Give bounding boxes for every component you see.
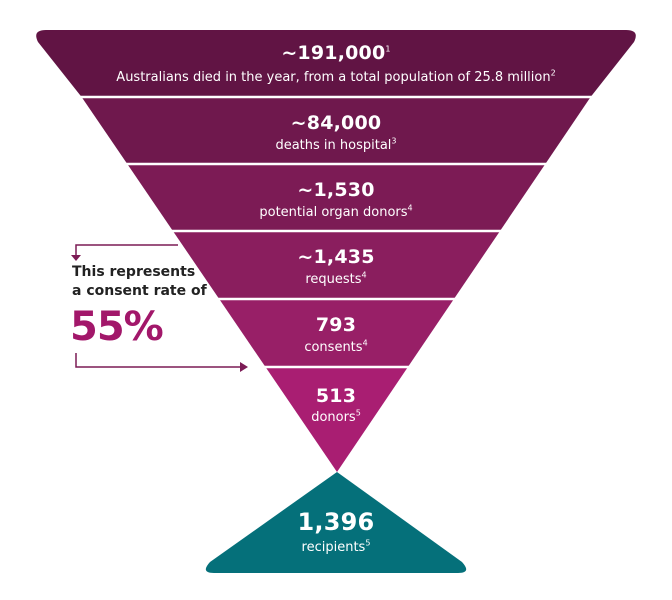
recipients-label: recipients5 (301, 538, 371, 555)
recipients-triangle (205, 472, 467, 573)
band-separators (70, 95, 600, 369)
stage-3-label: potential organ donors4 (259, 203, 413, 220)
callout-line-1: This represents (72, 264, 196, 280)
consent-rate-callout: This represents a consent rate of (72, 263, 212, 301)
arrow-down-icon (71, 255, 81, 261)
stage-6-label: donors5 (311, 408, 361, 425)
stage-2-value: ~84,000 (290, 112, 382, 134)
consent-bracket (75, 244, 240, 368)
callout-line-2: a consent rate of (72, 283, 207, 299)
stage-4-value: ~1,435 (297, 246, 375, 268)
stage-1-label: Australians died in the year, from a tot… (116, 68, 556, 85)
funnel-band-deaths (36, 30, 636, 97)
stage-4-label: requests4 (305, 270, 367, 287)
stage-5-value: 793 (315, 314, 357, 336)
stage-3-value: ~1,530 (297, 179, 375, 201)
arrow-right-icon (240, 362, 248, 372)
funnel-band-potential-donors (127, 164, 546, 231)
stage-2-label: deaths in hospital3 (275, 136, 397, 153)
stage-5-label: consents4 (304, 338, 368, 355)
stage-6-value: 513 (315, 385, 357, 407)
funnel-band-donors (265, 367, 408, 472)
funnel-band-hospital-deaths (81, 97, 591, 164)
stage-1-value: ~191,0001 (281, 42, 391, 64)
recipients-value: 1,396 (297, 508, 375, 536)
consent-rate-percent: 55% (70, 304, 164, 350)
funnel-band-consents (219, 299, 454, 367)
funnel-band-requests (172, 231, 500, 299)
